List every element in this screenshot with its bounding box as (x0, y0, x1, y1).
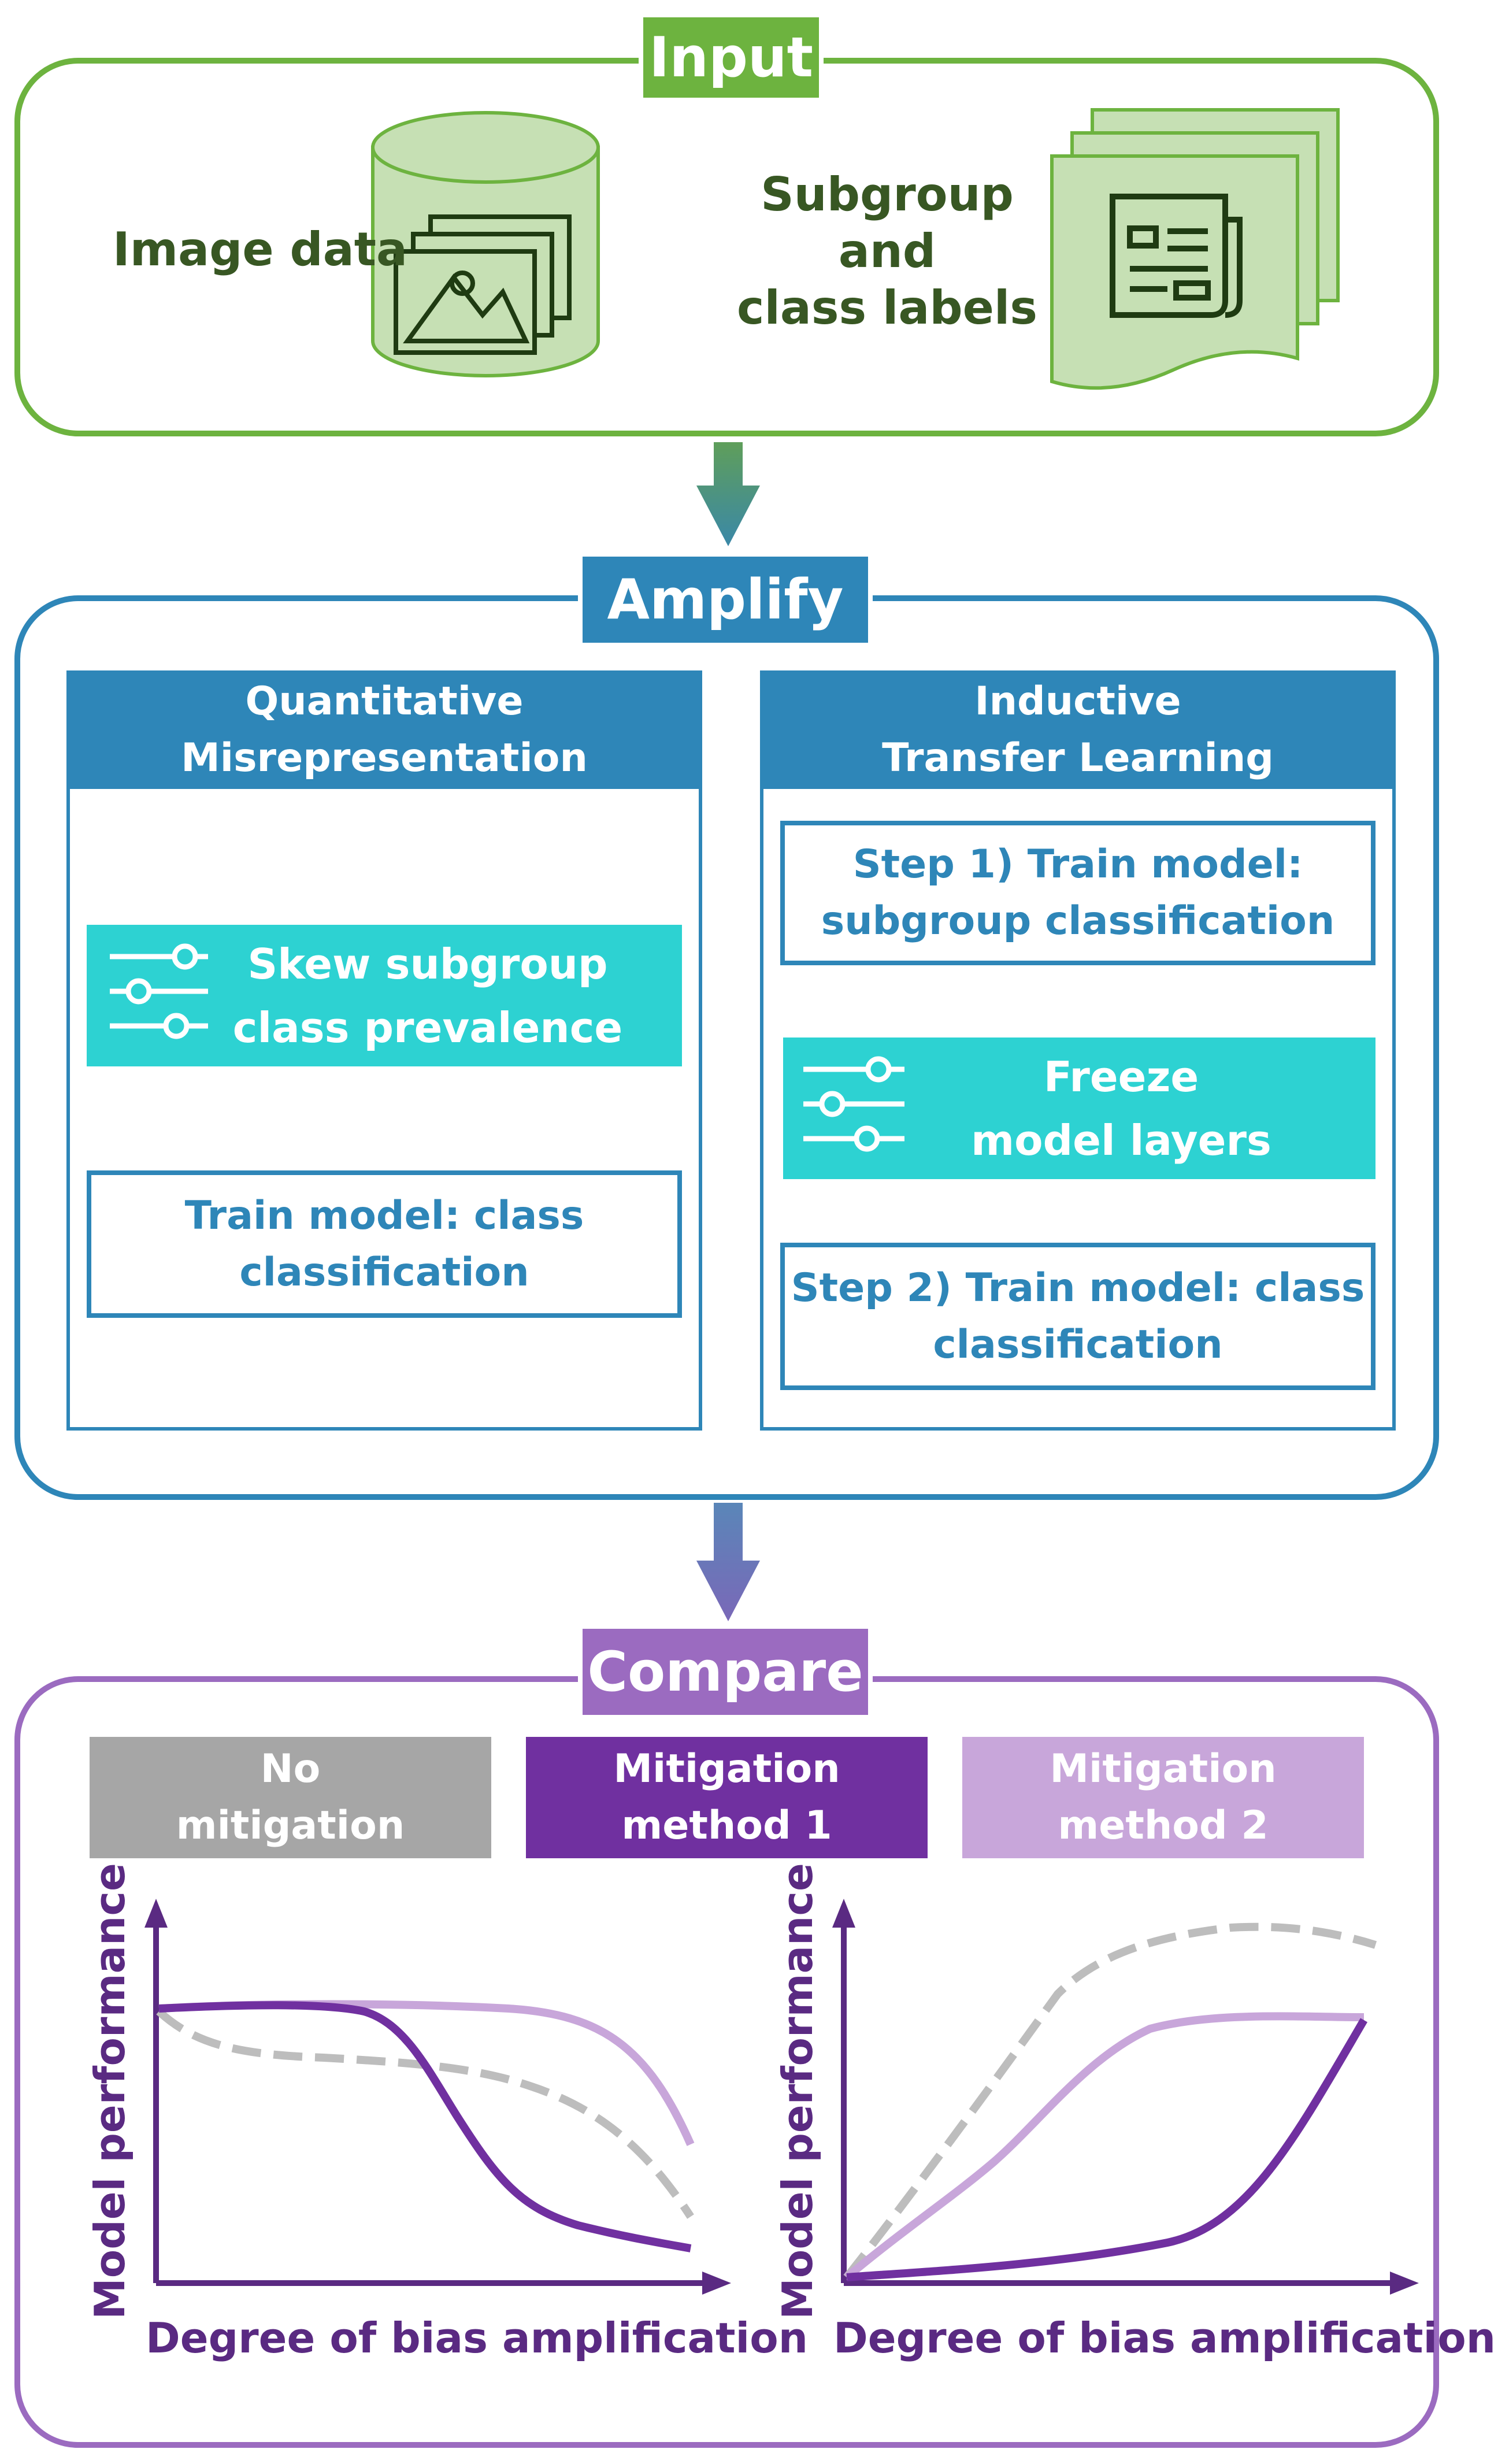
skew-line-1: Skew subgroup (247, 939, 608, 988)
image-stack-icon (394, 214, 572, 355)
step2-line-2: classification (933, 1321, 1223, 1368)
train-class-box: Train model: class classification (87, 1170, 682, 1318)
legend-method-1-line-2: method 1 (621, 1803, 832, 1848)
step1-line-2: subgroup classification (821, 898, 1335, 944)
skew-subgroup-text: Skew subgroup class prevalence (220, 928, 636, 1064)
right-x-axis-label: Degree of bias amplification (833, 2314, 1496, 2362)
transfer-header-line-2: Transfer Learning (882, 735, 1274, 781)
quantitative-header-line-1: Quantitative (245, 678, 524, 724)
left-x-axis-label: Degree of bias amplification (146, 2314, 808, 2362)
quantitative-header: Quantitative Misrepresentation (66, 670, 702, 789)
step2-box: Step 2) Train model: class classificatio… (780, 1243, 1375, 1390)
skew-line-2: class prevalence (232, 1003, 623, 1052)
legend-method-1-line-1: Mitigation (613, 1746, 840, 1792)
legend-no-mitigation: No mitigation (90, 1737, 491, 1858)
freeze-layers-text: Freeze model layers (925, 1040, 1318, 1176)
labels-text: Subgroup and class labels (717, 168, 1058, 335)
legend-method-1: Mitigation method 1 (526, 1737, 928, 1858)
freeze-line-2: model layers (971, 1116, 1271, 1165)
left-y-axis-label: Model performance (86, 1863, 134, 2320)
labels-line-2: class labels (737, 281, 1037, 335)
step2-line-1: Step 2) Train model: class (791, 1265, 1365, 1311)
legend-no-mitigation-line-1: No (260, 1746, 321, 1792)
document-stack-icon (1050, 108, 1340, 390)
arrow-input-to-amplify (696, 442, 760, 546)
legend-no-mitigation-line-2: mitigation (176, 1803, 405, 1848)
step1-box: Step 1) Train model: subgroup classifica… (780, 821, 1375, 965)
image-data-label: Image data (113, 223, 407, 276)
right-y-axis-label: Model performance (773, 1863, 822, 2320)
transfer-header-line-1: Inductive (974, 678, 1181, 724)
step1-line-1: Step 1) Train model: (852, 842, 1303, 887)
amplify-title: Amplify (578, 552, 873, 647)
freeze-line-1: Freeze (1043, 1052, 1199, 1101)
arrow-amplify-to-compare (696, 1503, 760, 1621)
labels-line-1: Subgroup and (761, 168, 1014, 278)
legend-method-2: Mitigation method 2 (962, 1737, 1364, 1858)
input-title: Input (639, 13, 824, 102)
legend-method-2-line-1: Mitigation (1050, 1746, 1277, 1792)
compare-title: Compare (578, 1624, 873, 1720)
train-line-1: Train model: class (184, 1192, 584, 1239)
train-line-2: classification (239, 1249, 529, 1295)
quantitative-header-line-2: Misrepresentation (181, 735, 588, 781)
transfer-learning-header: Inductive Transfer Learning (760, 670, 1396, 789)
legend-method-2-line-2: method 2 (1058, 1803, 1269, 1848)
